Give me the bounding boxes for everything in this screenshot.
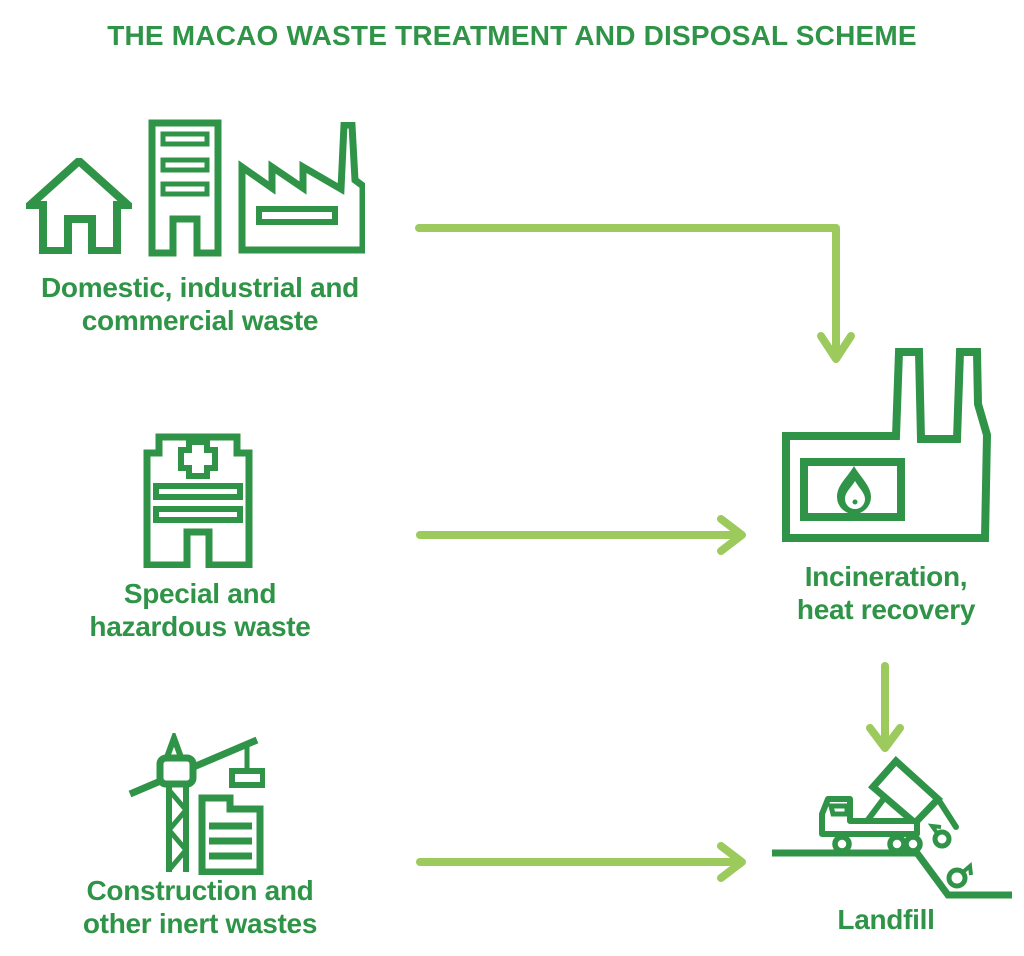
incineration-plant-icon <box>782 348 991 542</box>
label-landfill: Landfill <box>837 904 935 935</box>
office-building-icon <box>148 119 222 257</box>
flow-arrow-domestic-to-incineration <box>415 224 855 363</box>
label-special-waste: Special and hazardous waste <box>89 578 311 642</box>
factory-icon <box>238 122 365 254</box>
flame-icon <box>837 466 871 514</box>
construction-crane-icon <box>128 733 265 875</box>
flow-arrow-special-to-incineration <box>416 515 746 555</box>
trash-bag-icon <box>927 823 952 849</box>
hospital-icon <box>143 433 253 568</box>
dump-truck-landfill-icon <box>772 756 1012 899</box>
flow-arrow-construction-to-landfill <box>416 842 746 882</box>
house-icon <box>26 158 132 254</box>
diagram-title: THE MACAO WASTE TREATMENT AND DISPOSAL S… <box>107 20 917 51</box>
flow-arrow-incineration-to-landfill <box>866 662 904 752</box>
trash-bag-icon <box>946 862 973 889</box>
label-incineration: Incineration, heat recovery <box>796 561 976 625</box>
label-construction-waste: Construction and other inert wastes <box>82 875 318 939</box>
medical-cross-icon <box>178 439 218 479</box>
landfill-ground <box>772 849 1012 899</box>
label-domestic-waste: Domestic, industrial and commercial wast… <box>41 272 359 336</box>
